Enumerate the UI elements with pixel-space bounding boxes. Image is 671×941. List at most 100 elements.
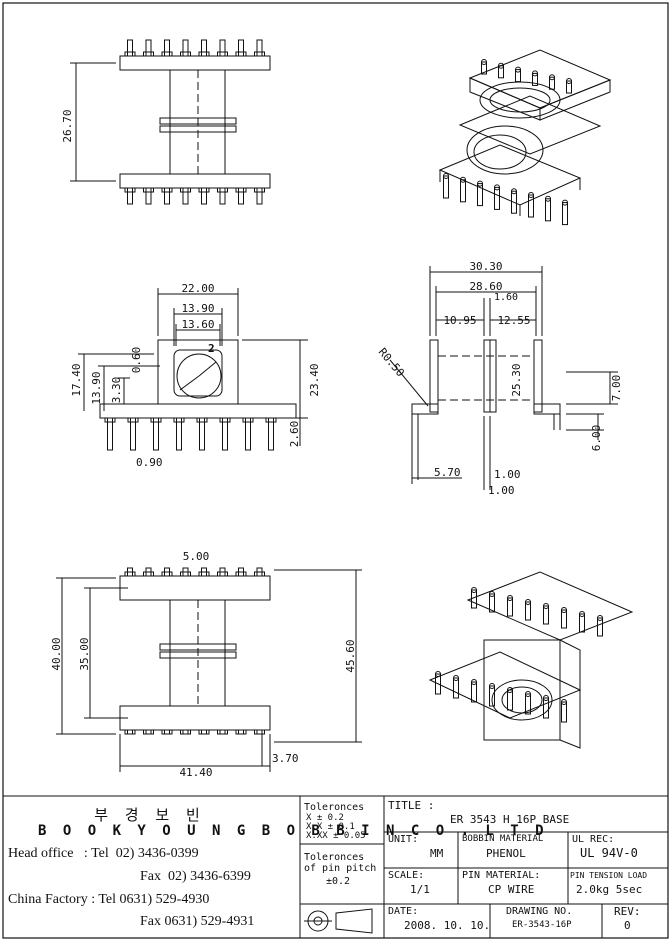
pin xyxy=(145,187,152,205)
date-label: DATE: xyxy=(388,906,419,917)
iso-pin-head xyxy=(525,691,531,697)
iso-pin-head xyxy=(481,59,487,65)
iso-pin-head xyxy=(597,615,603,621)
iso-pin xyxy=(498,65,504,79)
pin-base xyxy=(143,571,154,577)
iso-pin-head xyxy=(543,695,549,701)
pin xyxy=(127,39,133,57)
pin-base xyxy=(124,571,136,577)
pin xyxy=(182,187,189,205)
pin xyxy=(127,729,133,735)
iso-pin xyxy=(579,613,585,633)
tolerance-xxx: X.XX ± 0.05 xyxy=(306,831,366,841)
ul-rec-label: UL REC: xyxy=(572,834,615,845)
pitch-tolerance-label-2: of pin pitch xyxy=(304,863,377,874)
pin xyxy=(145,39,152,57)
pin xyxy=(201,39,207,57)
pin-base xyxy=(198,187,210,193)
dim-bottom-h1: 40.00 xyxy=(50,637,63,670)
pin-tension-label: PIN TENSION LOAD xyxy=(570,871,648,880)
iso-pin-head xyxy=(477,180,483,187)
pin xyxy=(256,187,263,205)
dim-side-w3: 1.60 xyxy=(494,292,518,303)
iso-pin xyxy=(481,61,487,75)
pin xyxy=(164,39,170,57)
pin xyxy=(107,417,113,451)
drawing-no-value: ER-3543-16P xyxy=(512,920,572,930)
pin xyxy=(219,187,226,205)
dim-side-w5: 12.55 xyxy=(497,314,530,327)
rev-value: 0 xyxy=(624,919,631,932)
pin-base xyxy=(180,729,191,735)
iso-pin xyxy=(507,689,513,711)
pin-base xyxy=(196,417,208,423)
iso-pin xyxy=(489,593,495,613)
unit-value: MM xyxy=(430,847,444,860)
tolerance-x: X ± 0.2 xyxy=(306,813,344,823)
pin-base xyxy=(127,417,139,423)
pin-base xyxy=(180,571,191,577)
drawing-title: ER 3543 H 16P BASE xyxy=(450,813,570,826)
bobbin-material-value: PHENOL xyxy=(486,847,526,860)
pin-base xyxy=(180,51,191,57)
pin xyxy=(201,187,207,205)
head-office-fax: Fax 02) 3436-6399 xyxy=(140,869,251,884)
dim-side-w2: 28.60 xyxy=(469,280,502,293)
pin-base xyxy=(219,417,231,423)
iso-pin xyxy=(477,183,483,207)
pin-base xyxy=(217,571,228,577)
pin-base xyxy=(161,51,173,57)
dim-front-h1: 17.40 xyxy=(70,363,83,396)
pin-base xyxy=(198,729,210,735)
pin xyxy=(222,417,228,451)
pin-base xyxy=(124,187,136,193)
pin xyxy=(145,729,152,735)
pin-base xyxy=(198,571,210,577)
pitch-tolerance-value: ±0.2 xyxy=(326,876,351,887)
iso-pin-head xyxy=(494,184,500,191)
dim-side-w4: 10.95 xyxy=(443,314,476,327)
iso-pin-head xyxy=(532,70,538,77)
pin xyxy=(199,417,205,451)
title-block-grid xyxy=(3,795,668,938)
iso-pin xyxy=(443,175,449,199)
drawing-no-label: DRAWING NO. xyxy=(506,906,573,917)
pin-base xyxy=(254,51,265,57)
iso-pin xyxy=(543,697,549,719)
iso-pin-head xyxy=(543,603,549,609)
china-factory-fax: Fax 0631) 529-4931 xyxy=(140,914,255,929)
tolerance-xx: X.X ± 0.1 xyxy=(306,822,355,832)
iso-pin-head xyxy=(566,78,572,84)
iso-pin-head xyxy=(515,66,521,73)
pin xyxy=(201,729,207,735)
dim-top-height: 26.70 xyxy=(61,109,74,142)
date-value: 2008. 10. 10. xyxy=(404,919,491,932)
ul-rec-value: UL 94V-0 xyxy=(580,846,638,860)
pin-base xyxy=(124,51,136,57)
pin xyxy=(238,729,244,735)
pin-base xyxy=(235,187,247,193)
iso-pin xyxy=(549,76,555,90)
bobbin-material-label: BOBBIN MATERIAL xyxy=(462,834,544,844)
pin-base xyxy=(161,571,173,577)
company-info: 부 경 보 빈 B O O K Y O U N G B O B B I N C … xyxy=(0,796,544,941)
iso-pin-head xyxy=(489,683,495,689)
dim-front-h3: 3.30 xyxy=(110,377,123,404)
iso-pin xyxy=(561,701,567,723)
company-name-english: B O O K Y O U N G B O B B I N C O . L T … xyxy=(38,823,548,839)
bottom-view xyxy=(56,567,362,772)
iso-pin xyxy=(561,609,567,629)
pin-base xyxy=(124,729,136,735)
company-name-korean: 부 경 보 빈 xyxy=(94,806,206,824)
pin-base xyxy=(180,187,191,193)
title-label: TITLE : xyxy=(388,799,435,812)
iso-pin xyxy=(515,69,521,83)
dim-side-pin-l: 5.70 xyxy=(434,466,461,479)
dim-front-w3: 13.60 xyxy=(181,318,214,331)
iso-pin xyxy=(471,681,477,703)
dim-bottom-h3: 45.60 xyxy=(344,639,357,672)
pin xyxy=(182,39,189,57)
iso-pin xyxy=(489,685,495,707)
iso-pin xyxy=(507,597,513,617)
